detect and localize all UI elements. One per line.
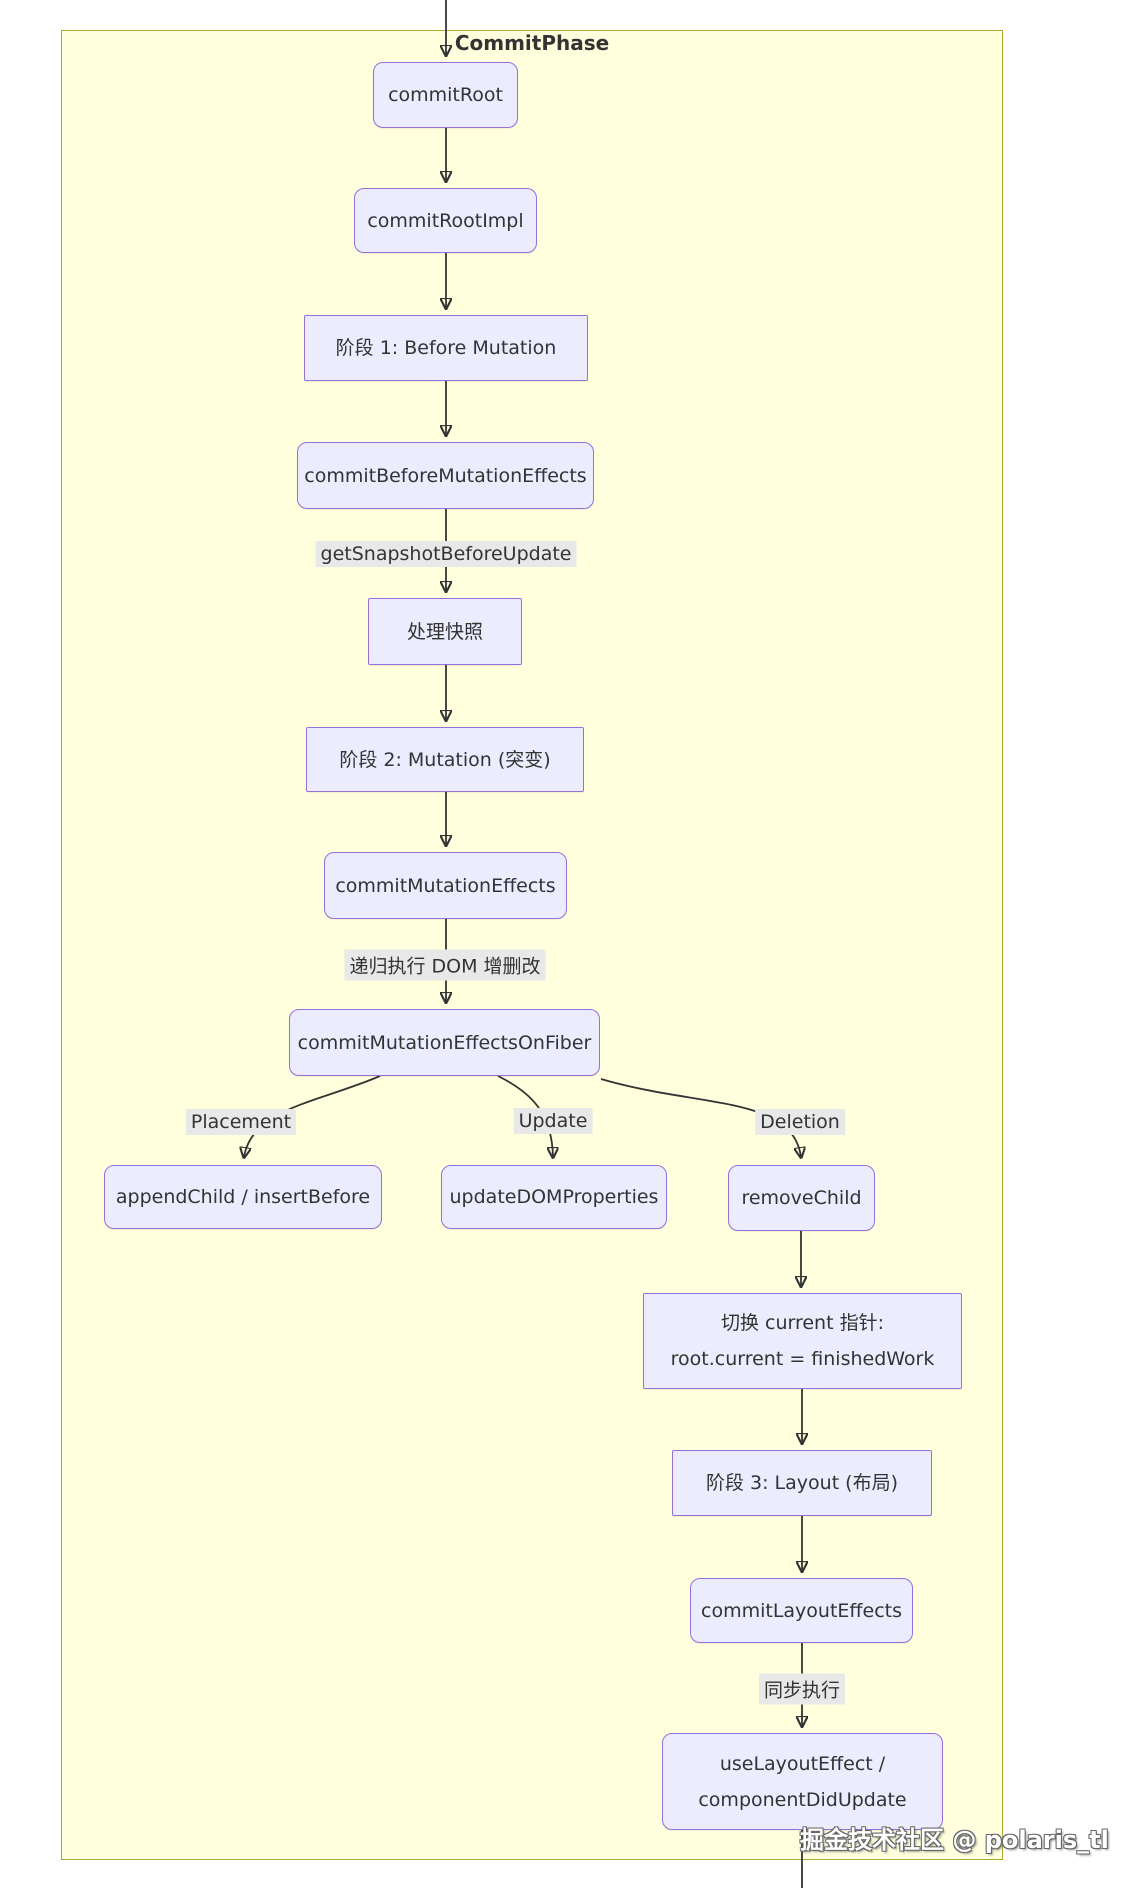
node-commitroot: commitRoot (373, 62, 518, 128)
node-commitmutationeffectsonfiber: commitMutationEffectsOnFiber (289, 1009, 600, 1076)
node-phase1-before-mutation: 阶段 1: Before Mutation (304, 315, 588, 381)
node-phase3-layout: 阶段 3: Layout (布局) (672, 1450, 932, 1516)
node-commitrootimpl: commitRootImpl (354, 188, 537, 253)
node-commitbeforemutationeffects: commitBeforeMutationEffects (297, 442, 594, 509)
node-phase2-mutation: 阶段 2: Mutation (突变) (306, 727, 584, 792)
edge-label-getsnapshotbeforeupdate: getSnapshotBeforeUpdate (315, 541, 577, 567)
edge-label-placement: Placement (185, 1109, 297, 1135)
node-uselayouteffect-componentdidupdate: useLayoutEffect / componentDidUpdate (662, 1733, 943, 1830)
edge-label-update: Update (513, 1108, 593, 1134)
edge-label-sync-exec: 同步执行 (758, 1673, 846, 1705)
edge-label-recursive-dom-ops: 递归执行 DOM 增删改 (344, 949, 546, 981)
node-appendchild-insertbefore: appendChild / insertBefore (104, 1165, 382, 1229)
node-removechild: removeChild (728, 1165, 875, 1231)
node-updatedomproperties: updateDOMProperties (441, 1165, 667, 1229)
subgraph-title: CommitPhase (454, 31, 610, 55)
node-commitmutationeffects: commitMutationEffects (324, 852, 567, 919)
node-handle-snapshot: 处理快照 (368, 598, 522, 665)
node-switch-current-pointer: 切换 current 指针: root.current = finishedWo… (643, 1293, 962, 1389)
node-commitlayouteffects: commitLayoutEffects (690, 1578, 913, 1643)
edge-label-deletion: Deletion (755, 1109, 845, 1135)
watermark: 掘金技术社区 @ polaris_tl (800, 1826, 1109, 1854)
